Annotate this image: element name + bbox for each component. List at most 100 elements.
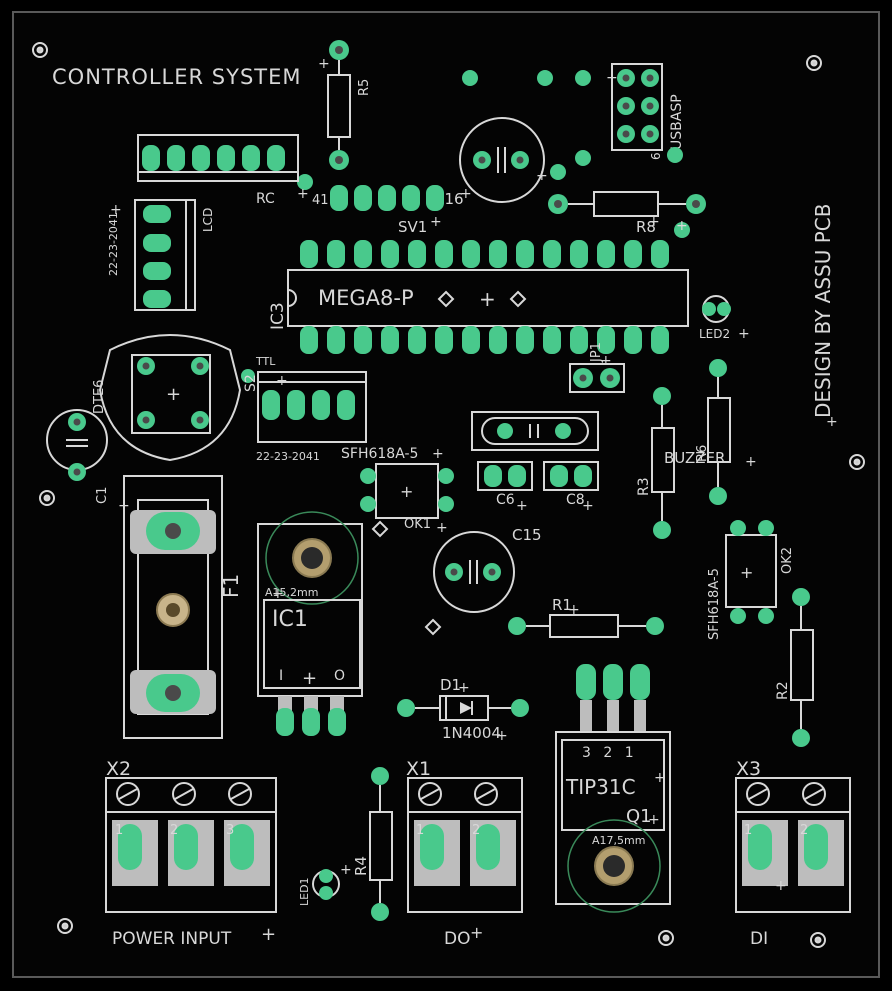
lcd-conn-label: 22-23-2041: [107, 212, 120, 276]
designer-credit: DESIGN BY ASSU PCB: [811, 204, 835, 418]
ic3-label: IC3: [268, 302, 288, 330]
dte6-label: DTE6: [92, 380, 107, 414]
c8-label: C8: [566, 492, 585, 508]
switch-dte6: + DTE6: [92, 334, 255, 462]
resistor-r5: R5: [327, 40, 372, 170]
ttl-connector: TTL S2 22-23-2041: [243, 355, 367, 463]
resistor-r4: R4: [352, 767, 393, 921]
board-title: CONTROLLER SYSTEM: [52, 65, 302, 89]
diode-d1: D1 1N4004: [397, 676, 529, 742]
terminal-x3: X3 1 2 DI: [735, 758, 851, 949]
ok2-label: OK2: [780, 547, 795, 574]
svg-text:+: +: [582, 498, 594, 514]
capacitor-c15: C15: [424, 526, 542, 636]
transistor-q1: 3 2 1 TIP31C Q1 A17,5mm: [555, 664, 671, 913]
ic1-pin-i: I: [279, 668, 283, 684]
optocoupler-ok1: + SFH618A-5 OK1: [341, 446, 454, 538]
svg-text:+: +: [740, 563, 753, 582]
c6-label: C6: [496, 492, 515, 508]
svg-text:+: +: [568, 602, 580, 618]
svg-text:+: +: [297, 186, 309, 202]
svg-text:+: +: [654, 770, 666, 786]
r2-label: R2: [775, 681, 791, 700]
do-label: DO: [444, 929, 470, 949]
svg-text:+: +: [166, 384, 181, 405]
svg-text:+: +: [826, 414, 838, 430]
a152-label: A15,2mm: [265, 586, 318, 599]
x2-label: X2: [106, 758, 131, 780]
svg-text:+: +: [110, 202, 122, 218]
svg-text:+: +: [261, 924, 276, 945]
ic1-pin-o: O: [334, 668, 345, 684]
resistor-r3: R3: [636, 387, 675, 539]
c15-label: C15: [512, 526, 542, 544]
crystal: [471, 411, 599, 451]
svg-text:+: +: [648, 812, 660, 828]
silk-crosses: + + + + + + + + + + + + + + + + + + + + …: [110, 56, 838, 894]
q1-pin-numbers: 3 2 1: [582, 745, 638, 761]
svg-text:+: +: [318, 56, 330, 72]
svg-text:+: +: [458, 680, 470, 696]
x1-pin1: 1: [416, 823, 424, 838]
ic1-label: IC1: [272, 607, 308, 632]
ttl-label: TTL: [255, 355, 276, 368]
usbasp-label: USBASP: [669, 94, 685, 150]
r1-label: R1: [552, 596, 572, 614]
q1-label: Q1: [626, 806, 652, 827]
svg-text:+: +: [118, 498, 130, 514]
c1-label: C1: [95, 487, 110, 504]
sfh2-label: SFH618A-5: [707, 568, 722, 640]
svg-text:+: +: [400, 482, 413, 501]
svg-text:+: +: [340, 862, 352, 878]
usbasp-header: USBASP 6: [611, 63, 685, 160]
svg-text:+: +: [430, 214, 442, 230]
rc-label: RC: [256, 191, 275, 207]
svg-text:+: +: [536, 168, 548, 184]
resistor-r6: R6: [695, 359, 731, 505]
x3-label: X3: [736, 758, 761, 780]
svg-text:+: +: [516, 498, 528, 514]
svg-text:+: +: [470, 923, 483, 942]
sv1-label: SV1: [398, 218, 427, 236]
terminal-x1: X1 1 2 DO +: [406, 758, 523, 949]
tip31c-label: TIP31C: [565, 775, 636, 799]
r6-label: R6: [695, 445, 710, 462]
led2: LED2: [699, 295, 731, 341]
a175-label: A17,5mm: [592, 834, 645, 847]
optocoupler-ok2: + SFH618A-5 OK2: [707, 520, 795, 640]
led2-label: LED2: [699, 327, 730, 341]
regulator-ic1: A15,2mm IC1 I O +: [257, 511, 363, 736]
x3-pin1: 1: [744, 823, 752, 838]
usbasp-pin6: 6: [649, 152, 663, 160]
power-input-label: POWER INPUT: [112, 929, 232, 949]
svg-text:+: +: [276, 373, 288, 389]
jumper-jp1: JP1: [569, 342, 625, 393]
svg-text:+: +: [479, 287, 496, 311]
x2-pin2: 2: [170, 823, 178, 838]
sv1-num: 41: [312, 193, 329, 208]
x2-pin1: 1: [115, 823, 123, 838]
capacitor-c1: C1: [46, 409, 110, 504]
buzzer-label: BUZZER: [664, 449, 725, 467]
1n4004-label: 1N4004: [442, 724, 501, 742]
svg-text:+: +: [302, 668, 317, 689]
svg-text:+: +: [496, 728, 508, 744]
svg-text:+: +: [272, 586, 284, 602]
r3-label: R3: [636, 477, 652, 496]
r5-label: R5: [357, 79, 372, 96]
svg-text:+: +: [648, 214, 660, 230]
terminal-x2: X2 1 2 3 POWER INPUT +: [105, 758, 277, 949]
resistor-r2: R2: [775, 588, 814, 747]
x1-label: X1: [406, 758, 431, 780]
x1-pin2: 2: [472, 823, 480, 838]
svg-text:+: +: [600, 353, 612, 369]
f1-label: F1: [219, 574, 243, 598]
capacitors-c6-c8: C6 C8: [477, 461, 599, 508]
ok1-label: OK1: [404, 517, 431, 532]
svg-text:+: +: [738, 326, 750, 342]
s2-label: S2: [243, 374, 259, 392]
mounting-holes: [32, 42, 865, 948]
ic3-mega8: IC3 MEGA8-P: [268, 240, 689, 354]
ic3-bottom-pins: [300, 326, 669, 354]
d1-label: D1: [440, 676, 461, 694]
